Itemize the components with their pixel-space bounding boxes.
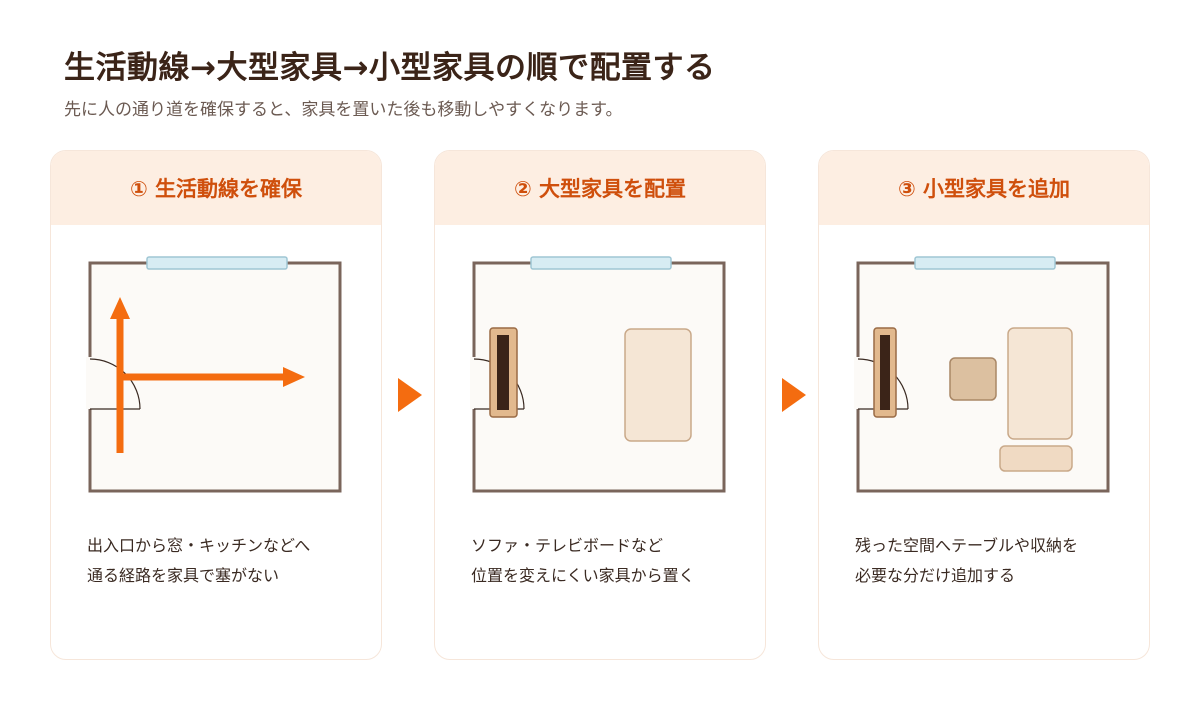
desc-line: 通る経路を家具で塞がない (87, 566, 280, 585)
desc-line: 出入口から窓・キッチンなどへ (87, 536, 311, 555)
room-diagram-1 (86, 256, 342, 493)
side-table (949, 357, 997, 401)
door-gap (470, 357, 478, 409)
flow-arrowhead-up (110, 297, 130, 319)
desc-line: 位置を変えにくい家具から置く (471, 566, 695, 585)
step-header-2: ② 大型家具を配置 (435, 151, 765, 225)
room-diagram-2 (470, 256, 726, 493)
desc-line: 残った空間へテーブルや収納を (855, 536, 1079, 555)
step-arrow-icon (782, 378, 806, 412)
step-header-label: ① 生活動線を確保 (129, 177, 303, 201)
step-card-3: ③ 小型家具を追加 残った空間へテーブルや収納を 必要な分だけ追加する (818, 150, 1150, 660)
sofa (1007, 327, 1073, 440)
storage-unit (999, 445, 1073, 472)
tv-screen (497, 335, 509, 410)
door-gap (86, 357, 94, 409)
desc-line: ソファ・テレビボードなど (471, 536, 664, 555)
window (530, 256, 672, 270)
tv-screen (880, 335, 890, 410)
page-subtitle: 先に人の通り道を確保すると、家具を置いた後も移動しやすくなります。 (64, 100, 623, 120)
step-header-1: ① 生活動線を確保 (51, 151, 381, 225)
step-header-3: ③ 小型家具を追加 (819, 151, 1149, 225)
step-description-2: ソファ・テレビボードなど 位置を変えにくい家具から置く (471, 531, 751, 591)
page-title: 生活動線→大型家具→小型家具の順で配置する (64, 50, 716, 86)
step-description-3: 残った空間へテーブルや収納を 必要な分だけ追加する (855, 531, 1135, 591)
flow-arrowhead-right (283, 367, 305, 387)
step-arrow-icon (398, 378, 422, 412)
door-gap (854, 357, 862, 409)
desc-line: 必要な分だけ追加する (855, 566, 1016, 585)
room-diagram-3 (854, 256, 1110, 493)
window (146, 256, 288, 270)
step-card-1: ① 生活動線を確保 出入口から窓・キッチンなどへ 通る経路を家具で塞がない (50, 150, 382, 660)
step-header-label: ③ 小型家具を追加 (897, 177, 1071, 201)
step-description-1: 出入口から窓・キッチンなどへ 通る経路を家具で塞がない (87, 531, 367, 591)
step-header-label: ② 大型家具を配置 (513, 177, 687, 201)
step-card-2: ② 大型家具を配置 ソファ・テレビボードなど 位置を変えにくい家具から置く (434, 150, 766, 660)
window (914, 256, 1056, 270)
sofa (624, 328, 692, 442)
